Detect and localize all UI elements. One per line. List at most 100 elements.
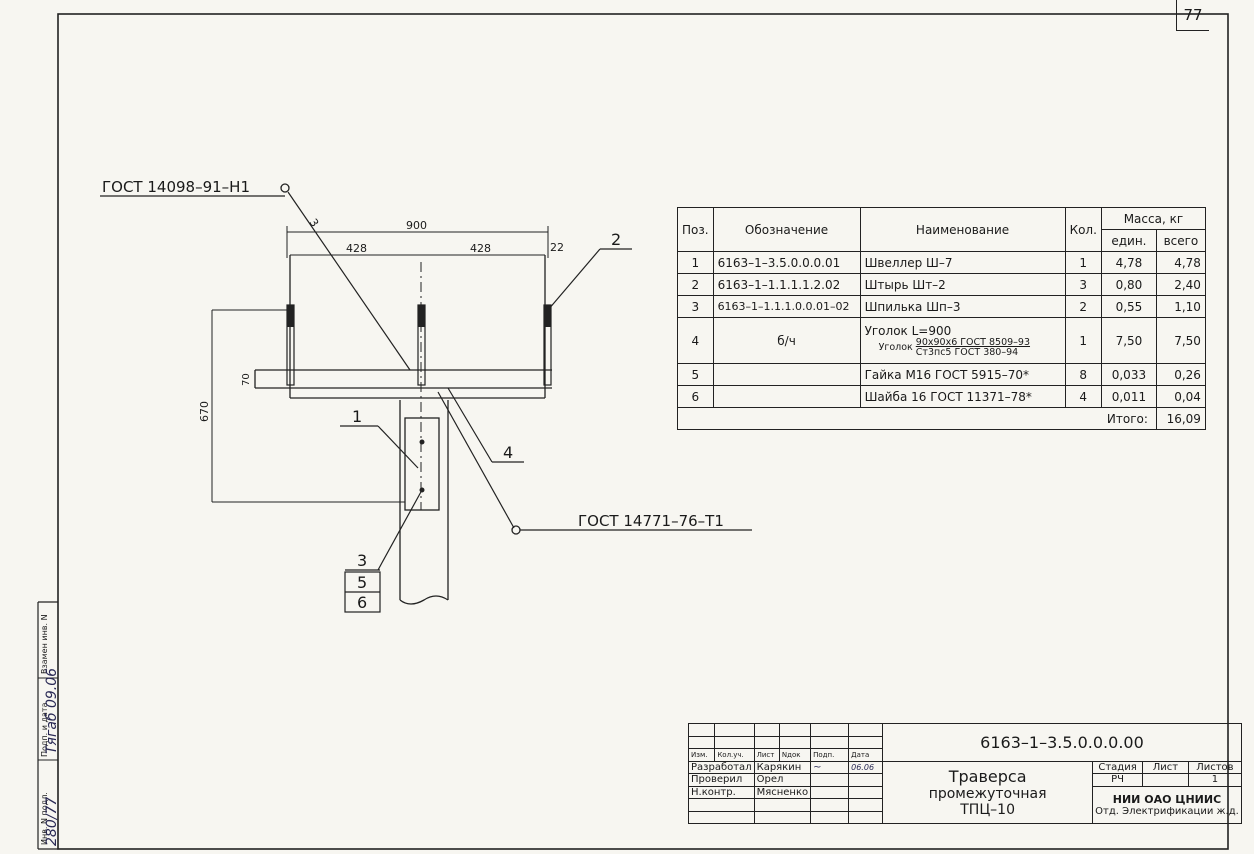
- spec-cell-name: Штырь Шт–2: [859, 273, 1066, 296]
- tb-date-1: 06.06: [848, 760, 884, 774]
- spec-cell-designation: б/ч: [712, 317, 861, 364]
- tb-title-line1: Траверса: [948, 766, 1027, 786]
- spec-header-name: Наименование: [859, 207, 1066, 252]
- tb-org: НИИ ОАО ЦНИИС Отд. Электрификации ж.д.: [1092, 785, 1242, 824]
- spec-total-value: 16,09: [1155, 407, 1206, 430]
- table-row: 6 Шайба 16 ГОСТ 11371–78* 4 0,011 0,04: [677, 385, 1206, 408]
- spec-cell-unit: 0,80: [1100, 273, 1157, 296]
- spec-cell-designation: 6163–1–1.1.1.0.0.01–02: [712, 295, 861, 318]
- spec-cell-pos: 6: [677, 385, 714, 408]
- spec-cell-name-sub-bottom: Ст3пс5 ГОСТ 380–94: [915, 346, 1019, 358]
- callout-3-weld: 3: [307, 216, 322, 229]
- specification-table: Поз. Обозначение Наименование Кол. Масса…: [677, 207, 1206, 430]
- tb-col-ndok: Nдок: [778, 748, 812, 762]
- spec-cell-name: Шпилька Шп–3: [859, 295, 1066, 318]
- callout-3-label: 3: [357, 551, 367, 570]
- tb-org-line1: НИИ ОАО ЦНИИС: [1112, 792, 1222, 806]
- spec-cell-total: 7,50: [1155, 317, 1206, 364]
- callout-2-leader: [547, 248, 601, 311]
- gost-top-leader: [287, 191, 411, 371]
- spec-cell-name: Швеллер Ш–7: [859, 251, 1066, 274]
- bolt-upper: [419, 439, 425, 445]
- spec-header-designation: Обозначение: [712, 207, 861, 252]
- tb-sign-3: [810, 785, 850, 799]
- table-row: 5 Гайка М16 ГОСТ 5915–70* 8 0,033 0,26: [677, 363, 1206, 386]
- tb-org-line2: Отд. Электрификации ж.д.: [1095, 805, 1239, 817]
- spec-cell-total: 4,78: [1155, 251, 1206, 274]
- spec-cell-qty: 3: [1064, 273, 1102, 296]
- table-row: 4 б/ч Уголок L=900 Уголок 90х90х6 ГОСТ 8…: [677, 317, 1206, 364]
- gost-top-label: ГОСТ 14098–91–Н1: [102, 178, 250, 196]
- tb-sign-2: [810, 773, 850, 787]
- spec-cell-pos: 4: [677, 317, 714, 364]
- gost-top-marker: [280, 183, 290, 193]
- tb-name-1: Карякин: [753, 760, 812, 774]
- spec-subheader-row: един. всего: [678, 229, 1206, 252]
- sheet-frame: [57, 13, 1229, 850]
- dim-428-right-text: 428: [470, 242, 491, 255]
- tb-stage-value: РЧ: [1092, 773, 1143, 787]
- spec-cell-total: 1,10: [1155, 295, 1206, 318]
- tb-sheets-label: Листов: [1187, 760, 1242, 774]
- pin-right-thread: [544, 305, 551, 327]
- spec-cell-unit: 0,033: [1100, 363, 1157, 386]
- spec-cell-pos: 1: [677, 251, 714, 274]
- table-row: 3 6163–1–1.1.1.0.0.01–02 Шпилька Шп–3 2 …: [677, 295, 1206, 318]
- spec-cell-qty: 4: [1064, 385, 1102, 408]
- tb-stage-label: Стадия: [1092, 760, 1143, 774]
- spec-cell-total: 0,04: [1155, 385, 1206, 408]
- spec-cell-total: 2,40: [1155, 273, 1206, 296]
- tb-sheets-value: 1: [1187, 773, 1242, 787]
- dim-22-text: 22: [550, 241, 564, 254]
- spec-header-row: Поз. Обозначение Наименование Кол. Масса…: [677, 207, 1206, 252]
- spec-header-qty: Кол.: [1064, 207, 1102, 252]
- tb-role-1: Разработал: [688, 760, 755, 774]
- tb-role-3: Н.контр.: [688, 785, 755, 799]
- tb-sign-1: ~: [810, 760, 850, 774]
- spec-cell-designation: [712, 363, 861, 386]
- dim-900-text: 900: [406, 219, 427, 232]
- tb-col-izm: Изм.: [687, 748, 716, 762]
- side-hand-date: Тягаб 09.06: [44, 667, 60, 754]
- spec-cell-name: Уголок L=900 Уголок 90х90х6 ГОСТ 8509–93…: [859, 317, 1066, 364]
- tb-name-2: Орел: [753, 773, 812, 787]
- pin-left-thread: [287, 305, 294, 327]
- gost-bottom-label: ГОСТ 14771–76–Т1: [578, 512, 724, 530]
- spec-header-unit: един.: [1100, 229, 1157, 252]
- tb-name-3: Мясненко: [753, 785, 812, 799]
- spec-cell-qty: 8: [1064, 363, 1102, 386]
- spec-cell-pos: 3: [677, 295, 714, 318]
- spec-header-pos: Поз.: [677, 207, 714, 252]
- post-break: [399, 595, 449, 605]
- spec-cell-unit: 0,55: [1100, 295, 1157, 318]
- tb-title-line2: промежуточная: [928, 785, 1047, 802]
- spec-total-label: Итого:: [677, 407, 1157, 430]
- title-block: 6163–1–3.5.0.0.0.00 Изм. Кол.уч. Лист Nд…: [687, 723, 1242, 824]
- spec-cell-name-sub-top: 90х90х6 ГОСТ 8509–93: [915, 336, 1031, 348]
- dim-428-left-text: 428: [346, 242, 367, 255]
- table-row: 2 6163–1–1.1.1.1.2.02 Штырь Шт–2 3 0,80 …: [677, 273, 1206, 296]
- spec-cell-qty: 1: [1064, 251, 1102, 274]
- spec-header-total: всего: [1155, 229, 1206, 252]
- spec-cell-total: 0,26: [1155, 363, 1206, 386]
- callout-356-leader: [377, 489, 423, 571]
- spec-cell-pos: 2: [677, 273, 714, 296]
- dim-670-text: 670: [198, 401, 211, 422]
- callout-5-label: 5: [357, 573, 367, 592]
- side-label-vzam: Взамен инв. N: [40, 614, 49, 674]
- side-hand-inv: 280/77: [44, 796, 60, 846]
- spec-cell-qty: 1: [1064, 317, 1102, 364]
- page-number: 77: [1176, 0, 1209, 31]
- callout-2-label: 2: [611, 230, 621, 249]
- spec-cell-pos: 5: [677, 363, 714, 386]
- spec-cell-qty: 2: [1064, 295, 1102, 318]
- callout-1-leader: [377, 425, 419, 469]
- tb-col-koluch: Кол.уч.: [714, 748, 755, 762]
- callout-4-label: 4: [503, 443, 513, 462]
- spec-header-mass: Масса, кг: [1100, 207, 1206, 230]
- spec-total-row: Итого: 16,09: [677, 407, 1206, 430]
- gost-bottom-leader: [437, 391, 515, 529]
- callout-1-label: 1: [352, 407, 362, 426]
- spec-cell-unit: 4,78: [1100, 251, 1157, 274]
